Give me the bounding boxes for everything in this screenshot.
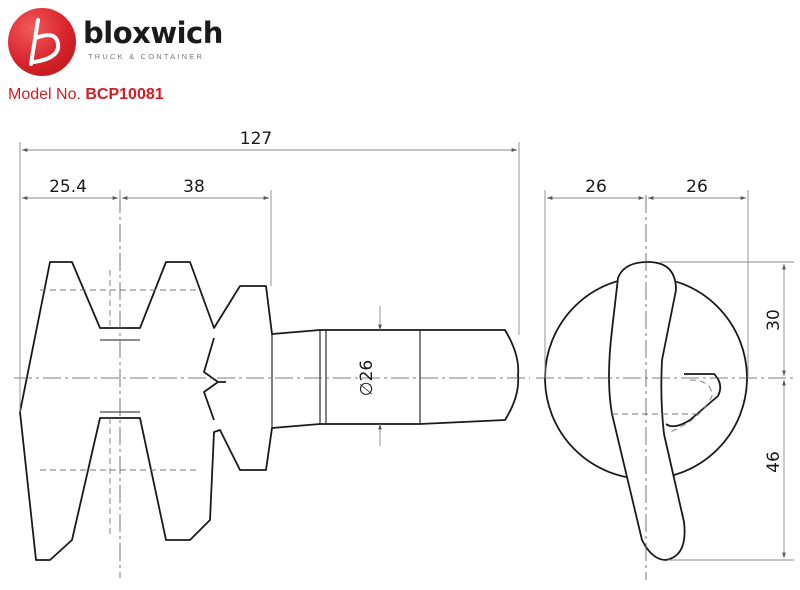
middle-segment-label: 38 bbox=[183, 177, 205, 197]
brand-tagline: TRUCK & CONTAINER bbox=[88, 52, 205, 61]
front-view-dimensions bbox=[19, 142, 520, 446]
side-view-handle bbox=[608, 261, 686, 561]
front-view-details bbox=[100, 330, 421, 428]
side-right-label: 26 bbox=[686, 177, 708, 197]
model-number: BCP10081 bbox=[85, 86, 164, 103]
lower-height-label: 46 bbox=[764, 451, 784, 473]
front-view bbox=[19, 261, 520, 561]
front-view-body-outline bbox=[19, 261, 520, 561]
model-number-line: Model No. BCP10081 bbox=[8, 86, 164, 104]
model-label: Model No. bbox=[8, 86, 81, 103]
upper-height-label: 30 bbox=[764, 309, 784, 331]
bloxwich-logo-icon bbox=[8, 8, 76, 76]
side-view-hidden-lines bbox=[612, 379, 713, 433]
front-view-centre-lines bbox=[14, 195, 530, 578]
left-segment-label: 25.4 bbox=[49, 177, 87, 197]
front-view-hook bbox=[203, 337, 226, 421]
diameter-label: ∅26 bbox=[357, 360, 377, 396]
brand-name: bloxwich bbox=[83, 16, 223, 50]
side-view-centre-lines bbox=[536, 195, 794, 580]
side-left-label: 26 bbox=[585, 177, 607, 197]
overall-length-label: 127 bbox=[240, 129, 272, 149]
side-view-dimensions bbox=[544, 190, 794, 561]
